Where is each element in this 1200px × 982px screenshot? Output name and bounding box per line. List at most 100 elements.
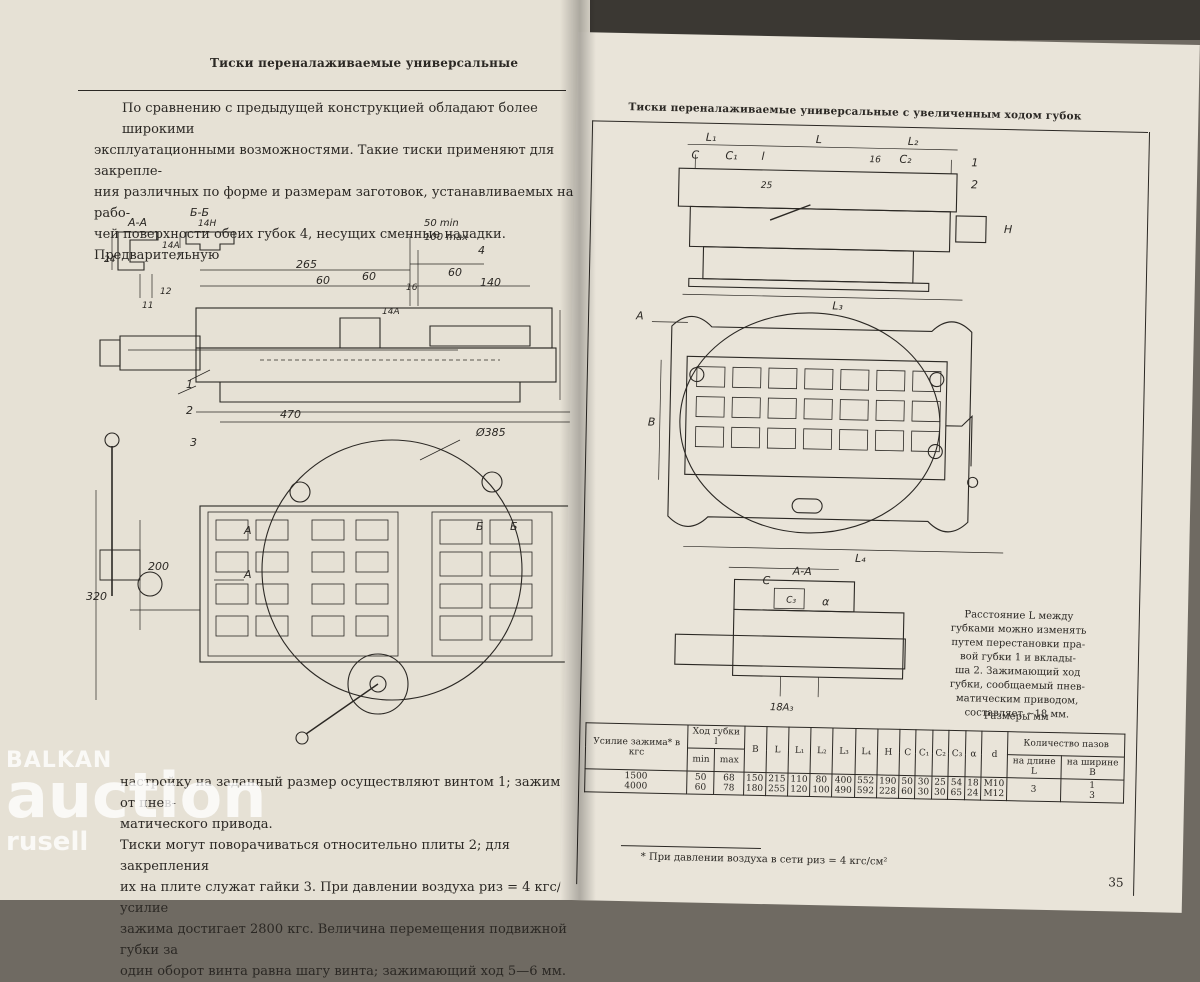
label-mark-b1: Б <box>476 520 484 533</box>
label-470: 470 <box>280 408 301 421</box>
label-200: 200 <box>148 560 169 573</box>
text-line: настройку на заданный размер осуществляю… <box>120 775 578 811</box>
header-col: L₂ <box>810 727 834 774</box>
header-col: B <box>743 726 767 773</box>
units-note: Размеры мм <box>983 710 1049 724</box>
watermark: BALKAN auction rusell <box>6 748 266 857</box>
header-col: C₁ <box>915 729 933 777</box>
text-line: один оборот винта равна шагу винта; зажи… <box>120 964 566 979</box>
label-16: 16 <box>406 283 418 293</box>
label-c2: C₂ <box>899 153 912 166</box>
table-cell: 215 255 <box>765 772 789 797</box>
label-pos-4: 4 <box>478 244 485 257</box>
label-b: B <box>648 416 656 429</box>
text-line: матического привода. <box>120 817 273 832</box>
label-c1: C₁ <box>725 149 737 162</box>
text-line: Тиски могут поворачиваться относительно … <box>120 838 510 874</box>
text-line: их на плите служат гайки 3. При давлении… <box>120 880 584 916</box>
header-slots: Количество пазов <box>1007 731 1125 758</box>
text-line: зажима достигает 2800 кгс. Величина пере… <box>120 922 567 958</box>
table-cell: 68 78 <box>713 771 744 796</box>
header-min: min <box>687 747 715 772</box>
table-cell: 80 100 <box>809 773 833 797</box>
label-265: 265 <box>296 258 317 271</box>
text-line: ния различных по форме и размерам загото… <box>94 185 574 221</box>
page-number: 35 <box>1108 875 1124 890</box>
label-60b: 60 <box>362 270 376 283</box>
label-100max: 100 max <box>424 232 468 243</box>
table-cell: 1 3 <box>1060 778 1124 804</box>
table-cell: 110 120 <box>787 773 811 797</box>
text-line: По сравнению с предыдущей конструкцией о… <box>122 101 538 137</box>
table-cell: M10 M12 <box>980 777 1007 801</box>
table-cell: 552 592 <box>854 774 877 798</box>
header-col: L₁ <box>788 727 812 774</box>
label-14a: 14А <box>162 241 180 251</box>
label-140: 140 <box>480 276 501 289</box>
label-pos-2: 2 <box>971 178 978 191</box>
label-7: 7 <box>176 253 182 263</box>
label-18a3: 18A₃ <box>770 702 794 713</box>
label-14h: 14Н <box>198 219 216 229</box>
label-16: 16 <box>869 155 881 165</box>
label-24: 24 <box>104 255 116 265</box>
label-pos-1: 1 <box>971 156 978 169</box>
label-l3: L₃ <box>832 299 843 312</box>
large-vise-technical-drawing: L₁ L L₂ C C₁ C₂ l 16 25 1 2 H L₃ А B L₄ … <box>635 131 1013 714</box>
label-12: 12 <box>160 287 172 297</box>
header-col: L <box>765 726 790 774</box>
table-cell: 190 228 <box>876 774 900 799</box>
label-mark-a1: А <box>243 524 252 537</box>
text-line: чей поверхности обеих губок 4, несущих с… <box>94 227 506 263</box>
label-l-small: l <box>761 150 764 163</box>
header-col: C₃ <box>948 730 966 777</box>
label-pos-3: 3 <box>190 436 197 449</box>
label-l4: L₄ <box>855 552 866 565</box>
label-25: 25 <box>761 181 773 191</box>
table-cell: 3 <box>1006 777 1061 802</box>
label-l: L <box>816 133 822 146</box>
table-cell: 18 24 <box>964 776 982 801</box>
label-d385: Ø385 <box>475 426 506 439</box>
label-pos-1: 1 <box>186 378 193 391</box>
label-50min: 50 min <box>424 218 459 229</box>
table-cell: 1500 4000 <box>584 768 688 794</box>
right-note: Расстояние L между губками можно изменят… <box>942 608 1094 723</box>
label-section-aa: А-А <box>792 565 812 578</box>
label-h: H <box>1004 223 1013 236</box>
label-mark-b2: Б <box>510 520 518 533</box>
label-c: C <box>691 148 699 161</box>
table-cell: 400 490 <box>831 773 855 798</box>
text-line: эксплуатационными возможностями. Такие т… <box>94 143 555 179</box>
label-alpha: α <box>822 595 830 608</box>
table-cell: 50 60 <box>898 775 916 799</box>
label-mark-a2: А <box>243 568 252 581</box>
table-cell: 50 60 <box>686 770 715 795</box>
label-14a2: 14А <box>382 307 400 317</box>
header-col: C₂ <box>931 730 950 777</box>
label-320: 320 <box>86 590 107 603</box>
left-heading-rule <box>78 90 566 91</box>
header-col: L₃ <box>832 728 856 775</box>
label-a: А <box>635 309 644 322</box>
label-l1: L₁ <box>706 131 717 144</box>
vise-technical-drawing: А-А Б-Б 14Н 14А 24 7 11 12 50 min 100 ma… <box>86 206 597 745</box>
table-cell: 150 180 <box>743 772 766 796</box>
header-col: C <box>899 729 917 776</box>
dimensions-table: Усилие зажима* в кгс Ход губки l B L L₁ … <box>584 722 1125 804</box>
header-max: max <box>714 748 745 773</box>
left-paragraph-top: По сравнению с предыдущей конструкцией о… <box>94 98 590 266</box>
header-travel: Ход губки l <box>687 724 745 750</box>
table-cell: 25 30 <box>931 776 949 800</box>
header-col: L₄ <box>854 728 878 775</box>
left-page-heading: Тиски переналаживаемые универсальные <box>210 56 519 70</box>
header-col: d <box>981 731 1008 778</box>
header-slots-len: на длине L <box>1006 754 1062 779</box>
header-slots-width: на ширине B <box>1060 755 1125 781</box>
header-col: H <box>876 728 900 776</box>
right-page: Тиски переналаживаемые универсальные с у… <box>559 32 1200 913</box>
label-11: 11 <box>142 301 153 311</box>
right-page-heading: Тиски переналаживаемые универсальные с у… <box>628 101 1082 123</box>
header-force: Усилие зажима* в кгс <box>585 722 689 771</box>
